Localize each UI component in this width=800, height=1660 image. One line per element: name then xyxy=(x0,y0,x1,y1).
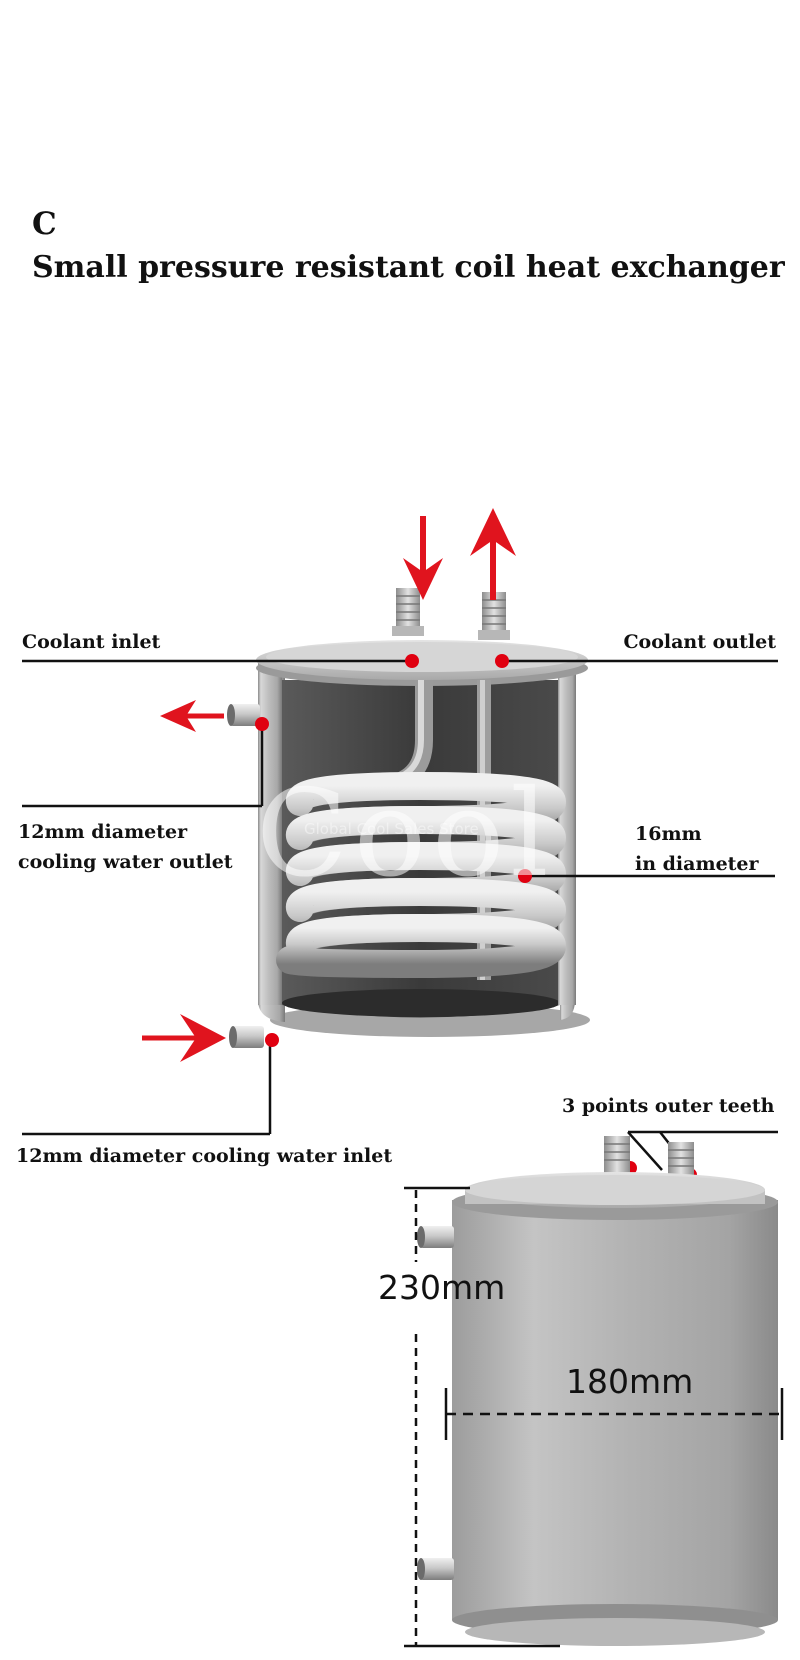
cutaway-tank xyxy=(227,588,590,1048)
coolant-inlet-nipple xyxy=(392,588,424,636)
cooling-water-outlet-label-line1: 12mm diameter xyxy=(18,821,188,843)
cooling-water-inlet-nipple xyxy=(229,1026,264,1048)
height-dimension: 230mm xyxy=(378,1268,506,1307)
coolant-outlet-nipple xyxy=(478,592,510,640)
watermark-store-text: Global Cool Sales Store xyxy=(304,820,479,838)
cooling-water-inlet-arrow xyxy=(142,1014,226,1062)
dimension-lines xyxy=(404,1186,784,1648)
variant-letter: C xyxy=(32,206,57,242)
cooling-water-outlet-arrow xyxy=(160,700,224,732)
coolant-outlet-label: Coolant outlet xyxy=(623,631,776,653)
exterior-tank xyxy=(417,1136,778,1646)
page-title: Small pressure resistant coil heat excha… xyxy=(32,250,785,285)
coil-diameter-label-line1: 16mm xyxy=(635,823,702,845)
callout-lines xyxy=(22,659,778,1171)
coil-diameter-label-line2: in diameter xyxy=(635,853,759,875)
watermark: Cool xyxy=(256,765,555,904)
diameter-dimension: 180mm xyxy=(566,1362,694,1401)
cooling-water-outlet-label-line2: cooling water outlet xyxy=(18,851,233,873)
cooling-water-inlet-label: 12mm diameter cooling water inlet xyxy=(16,1145,393,1167)
coil xyxy=(276,771,567,979)
coolant-outlet-arrow xyxy=(470,508,516,600)
coolant-inlet-label: Coolant inlet xyxy=(22,631,161,653)
cooling-water-outlet-nipple xyxy=(227,704,260,726)
outer-teeth-label: 3 points outer teeth xyxy=(562,1095,775,1117)
coolant-inlet-arrow xyxy=(403,516,443,600)
